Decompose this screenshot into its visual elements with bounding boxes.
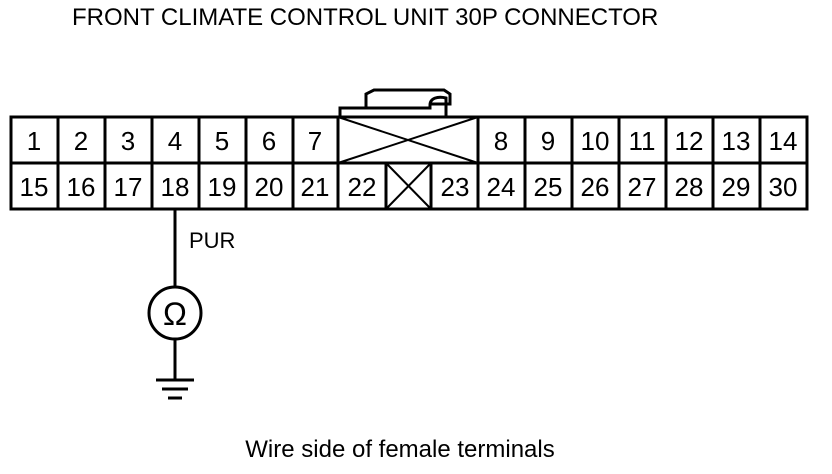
terminal-8: 8 [494, 126, 508, 156]
terminal-29: 29 [722, 172, 751, 202]
terminal-11: 11 [629, 126, 656, 156]
terminal-14: 14 [769, 126, 798, 156]
top-row-terminals: 1 2 3 4 5 6 7 8 9 10 11 12 13 14 [27, 126, 798, 156]
terminal-12: 12 [675, 126, 704, 156]
unused-cavity-cross-top [337, 116, 479, 164]
terminal-4: 4 [168, 126, 182, 156]
ohm-symbol: Ω [163, 296, 187, 332]
terminal-24: 24 [487, 172, 516, 202]
terminal-16: 16 [67, 172, 96, 202]
terminal-2: 2 [74, 126, 88, 156]
terminal-21: 21 [301, 172, 330, 202]
top-row-dividers [56, 117, 762, 163]
terminal-3: 3 [121, 126, 135, 156]
terminal-23: 23 [441, 172, 470, 202]
terminal-20: 20 [255, 172, 284, 202]
terminal-22: 22 [348, 172, 377, 202]
terminal-30: 30 [769, 172, 798, 202]
terminal-10: 10 [581, 126, 610, 156]
terminal-5: 5 [215, 126, 229, 156]
wire-color-label: PUR [189, 228, 235, 253]
ohmmeter-icon: Ω [147, 285, 203, 341]
ground-icon [156, 378, 194, 400]
terminal-6: 6 [262, 126, 276, 156]
unused-cavity-cross-bottom [385, 162, 432, 210]
terminal-18: 18 [161, 172, 190, 202]
terminal-17: 17 [114, 172, 143, 202]
terminal-25: 25 [534, 172, 563, 202]
terminal-26: 26 [581, 172, 610, 202]
connector-lock-tab [338, 95, 448, 117]
terminal-9: 9 [541, 126, 555, 156]
bottom-row-dividers [56, 163, 762, 209]
diagram-caption: Wire side of female terminals [245, 436, 555, 463]
terminal-27: 27 [628, 172, 657, 202]
terminal-28: 28 [675, 172, 704, 202]
diagram-title: FRONT CLIMATE CONTROL UNIT 30P CONNECTOR [72, 4, 659, 31]
terminal-19: 19 [208, 172, 237, 202]
terminal-15: 15 [20, 172, 49, 202]
terminal-1: 1 [27, 126, 41, 156]
terminal-7: 7 [308, 126, 322, 156]
bottom-row-terminals: 15 16 17 18 19 20 21 22 23 24 25 26 27 2… [20, 172, 798, 202]
terminal-13: 13 [722, 126, 751, 156]
